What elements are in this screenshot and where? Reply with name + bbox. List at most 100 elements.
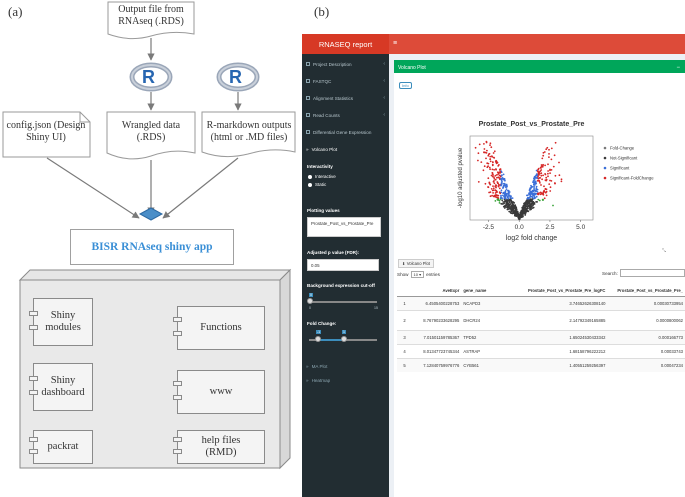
data-point (508, 201, 511, 204)
sidebar-item-fastqc[interactable]: FASTQC‹ (302, 73, 389, 89)
data-point (485, 157, 487, 160)
data-point (533, 188, 535, 191)
table-cell: 4 (397, 344, 413, 359)
data-point (520, 209, 523, 212)
data-point (493, 150, 496, 153)
data-point (483, 165, 486, 168)
app-box: BISR RNAseq shiny app (70, 229, 234, 265)
collapse-icon[interactable]: − (676, 64, 680, 71)
download-label: Volcano Plot (406, 261, 430, 266)
column-header[interactable]: gene_name (461, 285, 502, 297)
component-shiny-dashboard: Shiny dashboard (29, 363, 93, 411)
sidebar-item-read-counts[interactable]: Read Counts‹ (302, 107, 389, 123)
app-brand[interactable]: RNASEQ report (302, 34, 389, 54)
file-icon (306, 79, 310, 83)
plotting-values-select[interactable]: Prostate_Post_vs_Prostate_Pre (307, 217, 381, 237)
data-point (505, 203, 508, 206)
sidebar-item-label: Volcano Plot (311, 146, 338, 152)
radio-static[interactable]: Static (308, 182, 326, 187)
column-header[interactable]: AveExpr (412, 285, 462, 297)
data-point (548, 156, 550, 158)
bg-slider-min: 0 (309, 306, 311, 310)
search-input[interactable] (620, 269, 685, 277)
table-cell: 8.01347723745344 (412, 344, 462, 359)
data-point (483, 151, 485, 153)
menu-toggle-icon[interactable]: ≡ (393, 40, 398, 47)
data-point (523, 207, 526, 210)
data-point (507, 192, 510, 194)
fc-slider-high-handle[interactable] (341, 336, 347, 342)
interactivity-label: Interactivity (307, 164, 333, 169)
download-volcano-button[interactable]: ⬇ Volcano Plot (398, 259, 434, 268)
sidebar-item-project-description[interactable]: Project Description‹ (302, 56, 389, 72)
data-point (491, 189, 494, 192)
data-point (549, 190, 552, 192)
data-point (548, 148, 550, 151)
column-header[interactable] (397, 285, 413, 297)
sidebar-item-differential-gene-expression[interactable]: Differential Gene Expression (302, 124, 389, 140)
bg-slider-track[interactable] (309, 301, 377, 303)
pvalue-label: Adjusted p value (FDR): (307, 250, 360, 255)
data-point (526, 194, 529, 197)
radio-interactive[interactable]: Interactive (308, 174, 336, 179)
output-file-text: Output file from RNAseq (.RDS) (118, 4, 184, 27)
sidebar-item-alignment-statistics[interactable]: Alignment Statistics‹ (302, 90, 389, 106)
sidebar-item-ma-plot[interactable]: »MA Plot (302, 358, 389, 374)
info-button[interactable]: Info (399, 82, 412, 89)
data-point (533, 185, 535, 188)
data-point (504, 179, 506, 182)
chevron-icon: ‹ (383, 61, 385, 67)
sidebar-item-volcano-plot[interactable]: »Volcano Plot (302, 141, 389, 157)
fc-slider-low-handle[interactable] (315, 336, 321, 342)
table-cell: 0.00030733954 (607, 296, 685, 311)
component-label: help files (RMD) (201, 435, 241, 458)
data-point (492, 174, 494, 176)
chevron-icon: ‹ (383, 78, 385, 84)
data-point (529, 193, 532, 196)
chart-icon (306, 130, 310, 134)
data-point (552, 204, 554, 207)
data-point (524, 204, 527, 207)
column-header[interactable]: Prostate_Post_vs_Prostate_Pre_ (607, 285, 685, 297)
data-point (492, 152, 495, 154)
data-point (536, 191, 539, 193)
sidebar-item-heatmap[interactable]: »Heatmap (302, 372, 389, 388)
data-point (503, 178, 506, 181)
data-point (538, 179, 540, 182)
data-point (531, 190, 534, 193)
data-point (495, 185, 498, 187)
data-point (496, 196, 499, 199)
volcano-panel: Volcano Plot − Info Prostate_Post_vs_Pro… (394, 60, 685, 497)
pvalue-input[interactable]: 0.05 (307, 259, 379, 271)
data-point (505, 193, 507, 196)
data-point (505, 183, 508, 186)
data-point (545, 194, 548, 197)
bg-slider-handle[interactable] (307, 298, 313, 304)
data-point (498, 177, 500, 179)
column-header[interactable]: Prostate_Post_vs_Prostate_Pre_logFC (501, 285, 608, 297)
data-point (502, 192, 504, 194)
data-point (509, 206, 511, 209)
data-point (536, 188, 539, 191)
data-point (537, 198, 540, 201)
data-point (547, 170, 549, 172)
data-point (533, 183, 535, 186)
data-point (502, 186, 505, 189)
data-point (541, 178, 543, 181)
entries-select[interactable]: 10 ▾ (410, 271, 425, 278)
data-point (487, 186, 490, 189)
data-point (550, 169, 553, 171)
data-point (548, 183, 551, 185)
data-point (508, 204, 510, 207)
x-tick-label: 5.0 (576, 224, 585, 231)
table-cell: 2.14792349165885 (501, 310, 608, 331)
data-point (536, 192, 539, 195)
config-text: config.json (Design Shiny UI) (6, 120, 86, 143)
data-point (525, 200, 528, 203)
